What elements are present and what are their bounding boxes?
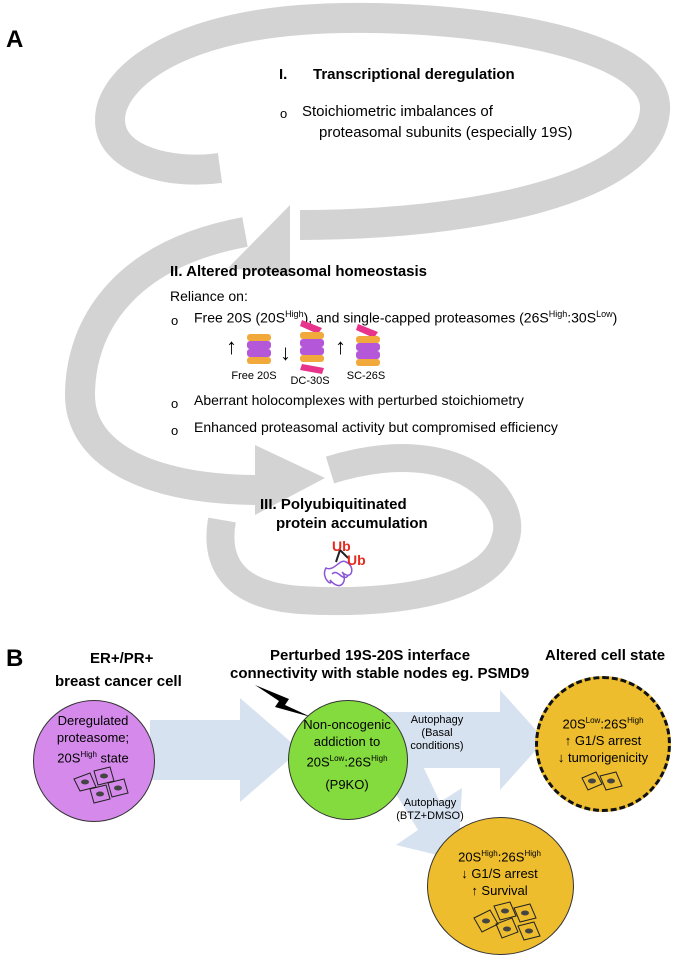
arrow-up-sc26s: ↑ [335,334,346,359]
autophagy-basal-label: Autophagy (Basal conditions) [410,714,464,752]
cell4-cells-icon [473,901,541,941]
step3-title-line2: protein accumulation [276,515,428,532]
step1-bullet-line1: Stoichiometric imbalances of [302,103,493,120]
spiral-arrowhead-1 [228,205,290,275]
step2-bullet2-glyph: o [171,396,179,411]
spiral-arrowhead-2 [255,445,325,515]
arrow-cell1-to-cell2 [150,698,300,802]
cell1-cells-icon [73,766,129,804]
lightning-bolt-icon [255,685,311,717]
cell2-p9ko [288,700,408,820]
grey-spiral-arrow [64,2,670,616]
arrow-up-free20s: ↑ [226,334,237,359]
free-20s-proteasome-icon [247,334,271,364]
polyubiquitinated-protein-icon [323,548,353,587]
step2-bullet3-glyph: o [171,423,179,438]
panel-a-letter: A [6,26,24,53]
ub-label-2: Ub [347,552,366,568]
dc-30s-proteasome-icon [300,320,324,374]
panel-b-arrows [150,690,545,860]
left-header-line2: breast cancer cell [55,673,182,690]
step2-bullet2: Aberrant holocomplexes with perturbed st… [194,392,524,408]
mid-header-line1: Perturbed 19S-20S interface [270,647,471,664]
step2-title: II. Altered proteasomal homeostasis [170,263,428,280]
cell3-altered-state [535,676,671,812]
dc-30s-label: DC-30S [290,375,330,387]
step2-bullet1: Free 20S (20SHigh), and single-capped pr… [194,309,618,326]
step1-title: Transcriptional deregulation [313,66,515,83]
arrow-down-dc30s: ↓ [280,340,291,365]
mid-header-line2: connectivity with stable nodes eg. PSMD9 [230,665,530,682]
left-header-line1: ER+/PR+ [90,650,154,667]
free-20s-label: Free 20S [231,370,277,382]
step2-reliance: Reliance on: [170,288,248,304]
sc-26s-label: SC-26S [346,370,386,382]
cell3-text: 20SLow:26SHigh ↑ G1/S arrest ↓ tumorigen… [557,716,649,766]
cell2-text: Non-oncogenic addiction to 20SLow:26SHig… [303,717,391,793]
step2-bullet3: Enhanced proteasomal activity but compro… [194,419,558,435]
sc-26s-proteasome-icon [356,324,380,366]
cell1-text: Deregulated proteasome; 20SHigh state [56,713,130,766]
step1-bullet: o [280,106,288,121]
cell3-cells-icon [581,771,623,791]
cell4-altered-state [427,817,574,955]
ub-label-1: Ub [332,538,351,554]
step2-bullet1-glyph: o [171,313,179,328]
step1-bullet-line2: proteasomal subunits (especially 19S) [319,124,573,141]
panel-b-letter: B [6,645,24,672]
right-header: Altered cell state [545,647,666,664]
step3-title-line1: III. Polyubiquitinated [260,496,407,513]
step1-numeral: I. [279,66,288,83]
autophagy-btz-label: Autophagy (BTZ+DMSO) [396,797,464,822]
cell4-text: 20SHigh:26SHigh ↓ G1/S arrest ↑ Survival [458,849,541,899]
